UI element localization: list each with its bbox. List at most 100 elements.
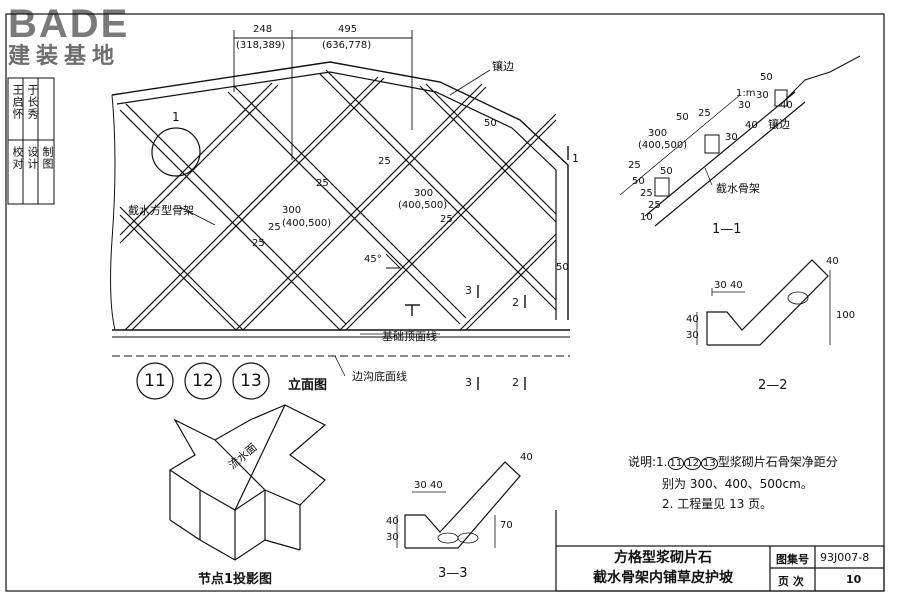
type-11: 11	[144, 371, 166, 391]
s1-dim-40: 40	[745, 120, 758, 131]
section-mark-1: 1	[572, 152, 579, 165]
s3-dim-30: 30	[414, 480, 427, 491]
s1-dim-30b: 30	[738, 100, 751, 111]
s3-dim-70: 70	[500, 520, 513, 531]
top-dimensions	[233, 30, 413, 160]
dim-cell-25c: 25	[316, 178, 329, 189]
s2-dim-40c: 40	[826, 256, 839, 267]
s2-dim-30b: 30	[686, 330, 699, 341]
label-foundation-line: 基础顶面线	[382, 330, 437, 343]
note-line-2: 别为 300、400、500cm。	[662, 477, 813, 491]
label-ditch-line: 边沟底面线	[352, 370, 407, 383]
dim-cell-400-500b: (400,500)	[398, 200, 448, 211]
s2-dim-40b: 40	[686, 314, 699, 325]
section-1-1	[619, 55, 861, 227]
diamond-grid	[119, 69, 557, 331]
s3-dim-40b: 40	[386, 516, 399, 527]
left-break-edge	[110, 94, 116, 331]
s1-dim-50c: 50	[632, 176, 645, 187]
atlas-label: 图集号	[776, 553, 809, 566]
s1-dim-300: 300	[648, 128, 668, 139]
type-12: 12	[192, 371, 214, 391]
dim-cell-25a: 25	[252, 238, 265, 249]
s1-dim-30: 30	[725, 132, 738, 143]
dim-248: 248	[253, 24, 273, 35]
s1-dim-50: 50	[760, 72, 773, 83]
s1-title: 1—1	[712, 222, 742, 237]
s1-interceptor: 截水骨架	[716, 182, 760, 195]
type-13: 13	[240, 371, 262, 391]
section-mark-2b: 2	[512, 376, 519, 389]
outer-boundary	[111, 61, 569, 320]
page-number: 10	[846, 573, 862, 586]
brand-logo: BADE 建装基地	[8, 4, 146, 70]
rev-name-2: 于长秀	[26, 84, 39, 120]
brand-name-cn: 建装基地	[8, 44, 121, 69]
section-mark-3b: 3	[465, 376, 472, 389]
note-line-3: 2. 工程量见 13 页。	[662, 497, 773, 511]
rev-role-1: 校对	[11, 146, 24, 170]
page-label: 页 次	[778, 575, 804, 588]
s1-dim-40b: 40	[780, 100, 793, 111]
angle-45: 45°	[364, 254, 382, 265]
s1-dim-25b: 25	[628, 160, 641, 171]
s3-dim-40: 40	[430, 480, 443, 491]
title-line-1: 方格型浆砌片石	[614, 550, 712, 566]
s1-slope: 1:m	[736, 88, 756, 99]
revision-strip	[7, 77, 55, 205]
dim-cell-25b: 25	[268, 222, 281, 233]
title-block-frame	[555, 510, 885, 592]
s3-title: 3—3	[438, 566, 468, 581]
node-projection-title: 节点1投影图	[198, 572, 273, 587]
elevation-view	[110, 30, 570, 390]
brand-name-en: BADE	[8, 2, 130, 46]
leaders	[179, 69, 491, 377]
dim-cell-50b: 50	[556, 262, 569, 273]
dim-cell-50a: 50	[484, 118, 497, 129]
s1-dim-50d: 50	[660, 166, 673, 177]
s2-title: 2—2	[758, 378, 788, 393]
elevation-title: 立面图	[288, 378, 328, 393]
label-edge-trim: 镶边	[492, 60, 514, 73]
s1-dim-25a: 25	[698, 108, 711, 119]
s1-dim-30c: 30	[756, 90, 769, 101]
s1-dim-10: 10	[640, 212, 653, 223]
dim-495: 495	[338, 24, 358, 35]
dim-248-sub: (318,389)	[236, 40, 286, 51]
s1-dim-50b: 50	[676, 112, 689, 123]
note-suffix: 型浆砌片石骨架净距分	[717, 455, 838, 469]
s2-dim-100: 100	[836, 310, 856, 321]
s1-edge-trim: 镶边	[768, 118, 790, 131]
s2-dim-30: 30	[714, 280, 727, 291]
type-circles	[136, 362, 270, 400]
node-1-circle	[151, 127, 201, 177]
rev-role-2: 设计	[26, 146, 39, 170]
note-type-11: 11	[667, 457, 685, 470]
dim-cell-400-500a: (400,500)	[282, 218, 332, 229]
label-interceptor-frame: 截水方型骨架	[128, 204, 194, 217]
s1-dim-25c: 25	[640, 188, 653, 199]
section-3-3	[396, 461, 521, 549]
rev-name-1: 王启怀	[11, 84, 24, 120]
title-line-2: 截水骨架内铺草皮护坡	[593, 570, 733, 586]
s1-dim-25d: 25	[648, 200, 661, 211]
dim-cell-300b: 300	[414, 188, 434, 199]
atlas-number: 93J007-8	[820, 551, 870, 564]
section-cut-marks	[405, 146, 569, 390]
section-2-2	[696, 259, 831, 346]
inner-boundary	[116, 71, 557, 320]
section-mark-2a: 2	[512, 296, 519, 309]
s2-dim-40: 40	[730, 280, 743, 291]
dim-cell-300a: 300	[282, 205, 302, 216]
s1-dim-400-500: (400,500)	[638, 140, 688, 151]
s3-dim-30b: 30	[386, 532, 399, 543]
note-type-12: 12	[684, 457, 701, 470]
dim-495-sub: (636,778)	[322, 40, 372, 51]
s3-dim-40c: 40	[520, 452, 533, 463]
node-projection	[168, 404, 327, 561]
dim-cell-25e: 25	[440, 214, 453, 225]
section-mark-3a: 3	[465, 284, 472, 297]
